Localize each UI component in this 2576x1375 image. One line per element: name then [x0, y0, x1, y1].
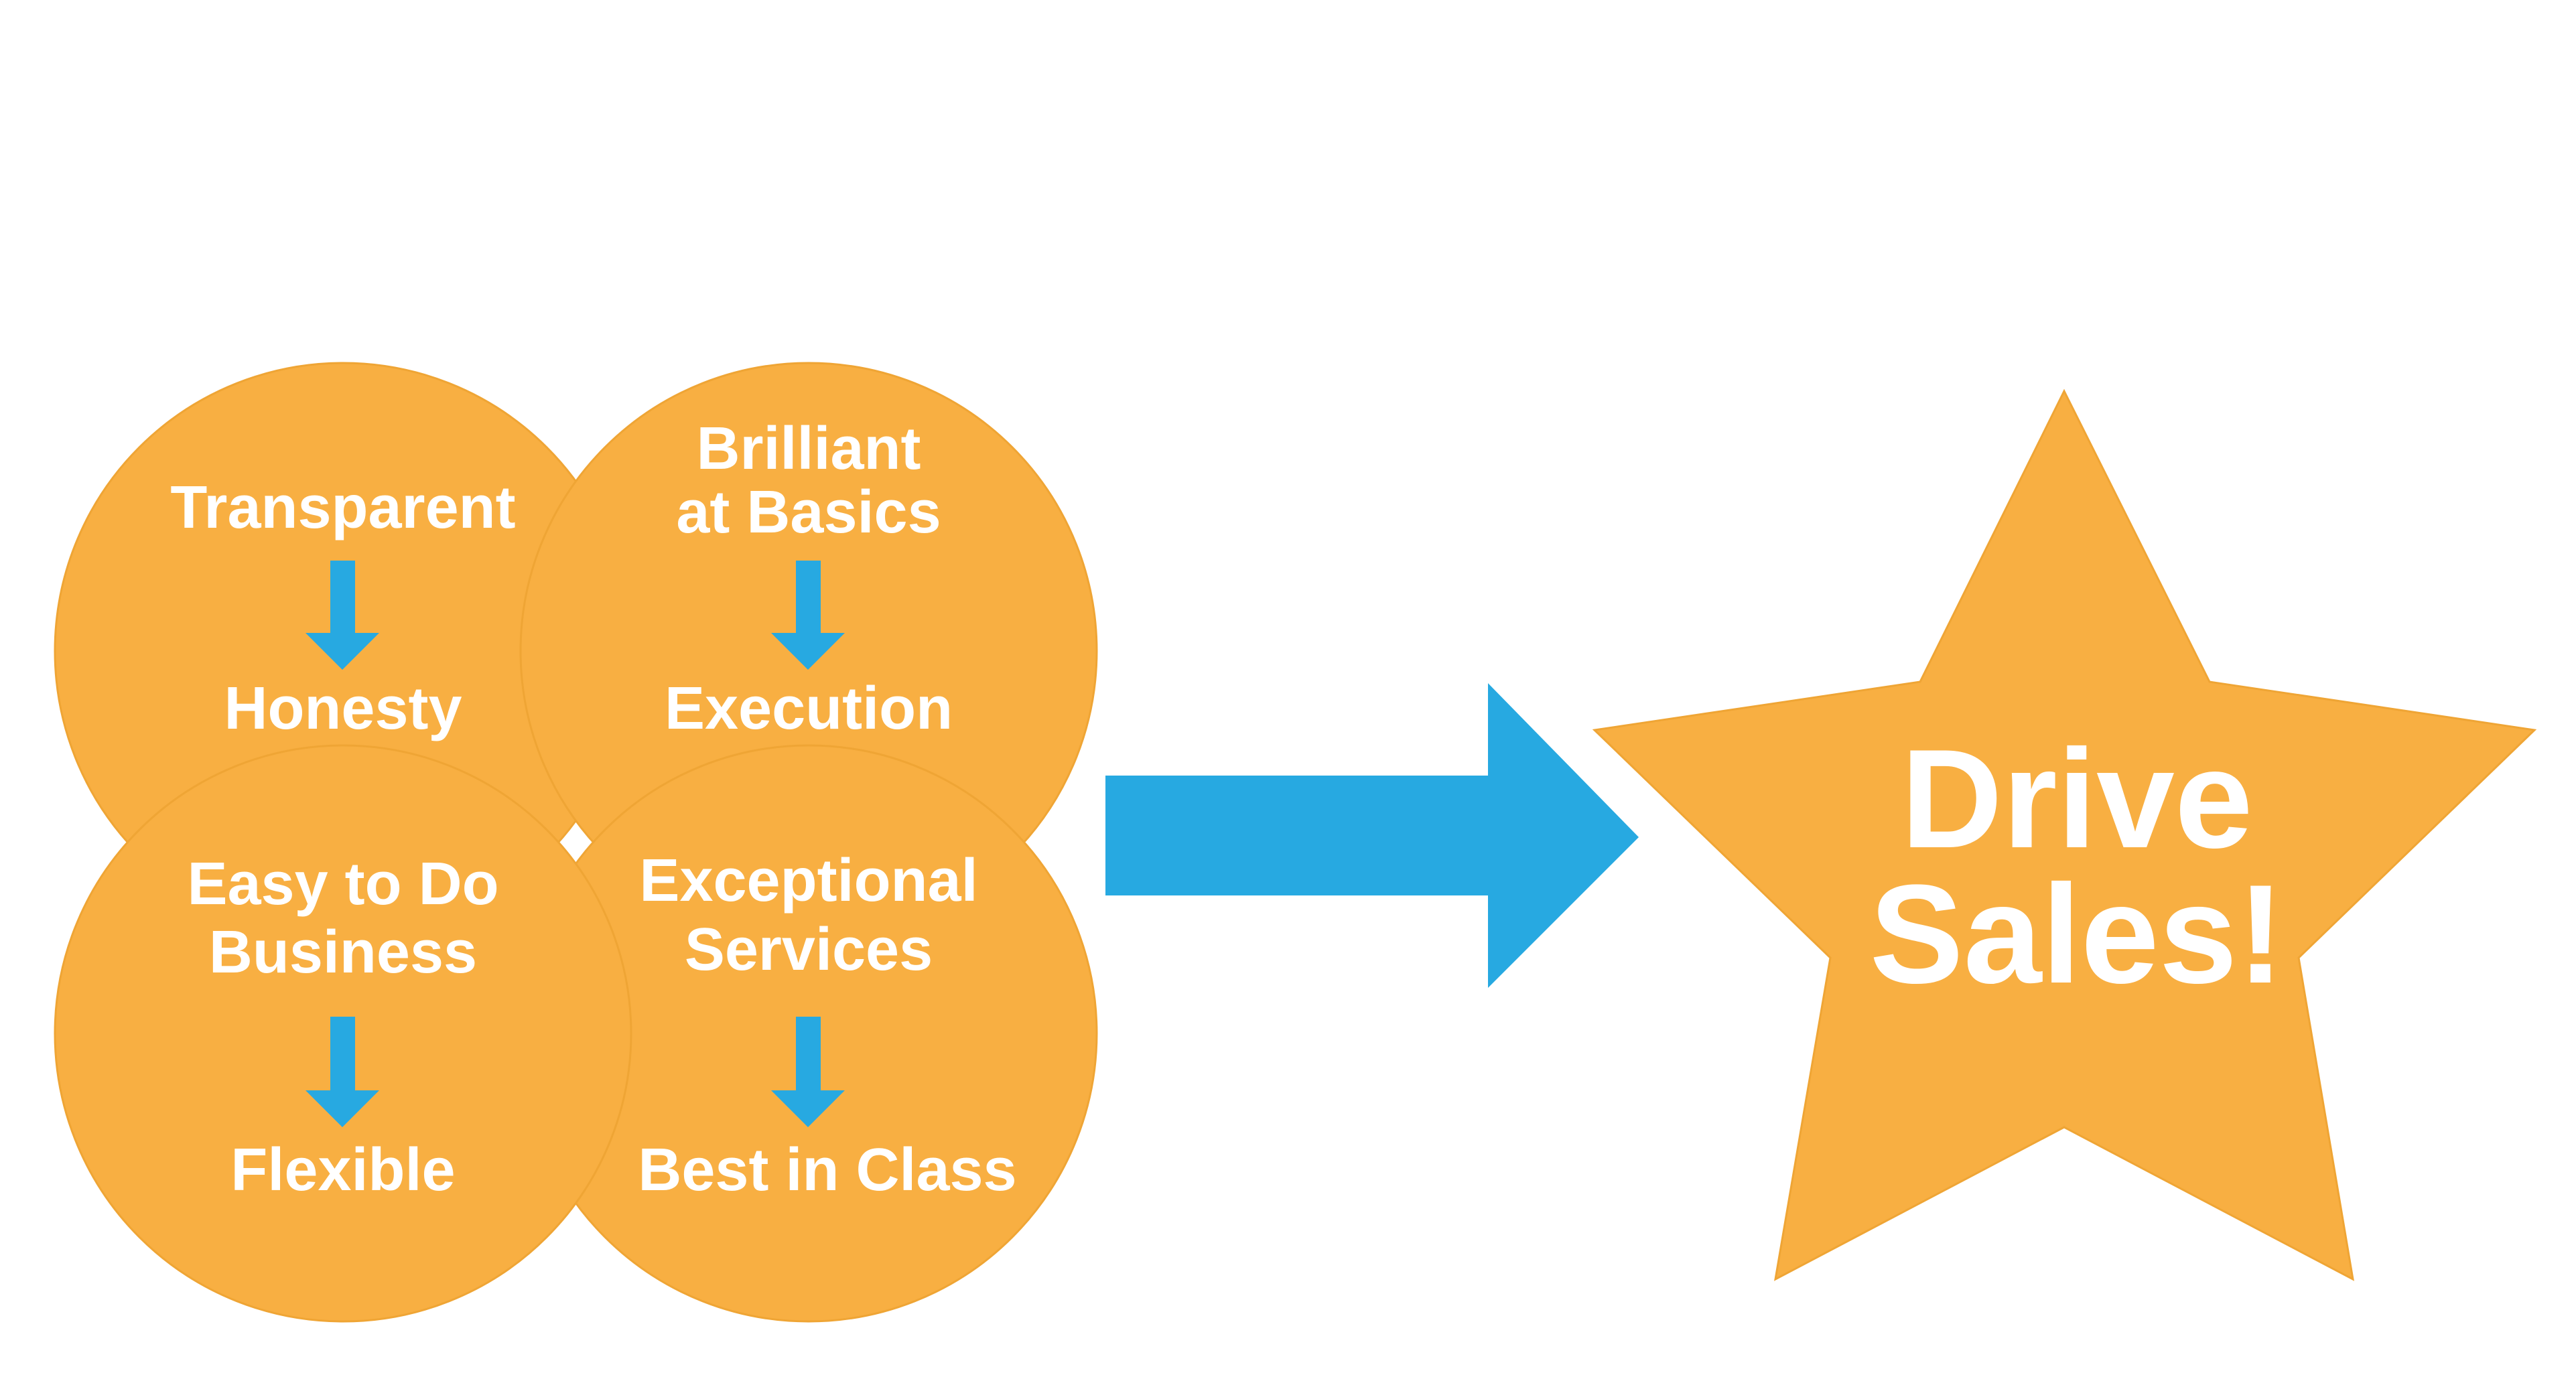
star-label: Sales! — [1870, 855, 2285, 1013]
circle-top-label: Exceptional — [639, 847, 977, 914]
circle-top-label: Easy to Do — [187, 851, 498, 918]
right-arrow-icon — [1105, 683, 1639, 988]
circle-bottom-label: Flexible — [230, 1137, 455, 1204]
down-arrow-icon — [771, 1017, 845, 1127]
down-arrow-icon — [306, 561, 379, 670]
circle-top-label: at Basics — [676, 479, 941, 546]
circle-bottom-label: Best in Class — [638, 1137, 1016, 1204]
star-label: Drive — [1901, 720, 2252, 877]
circle-top-label: Services — [685, 916, 933, 983]
down-arrows — [306, 561, 845, 1127]
circle-top-label: Transparent — [170, 474, 515, 541]
circle-top-label: Brilliant — [696, 415, 921, 482]
star-icon — [1592, 388, 2537, 1281]
circle-labels: Transparent Honesty Brilliant at Basics … — [170, 415, 1016, 1204]
circle-top-label: Business — [209, 919, 477, 986]
circle-bottom-label: Honesty — [224, 675, 462, 742]
down-arrow-icon — [771, 561, 845, 670]
down-arrow-icon — [306, 1017, 379, 1127]
circle-bottom-label: Execution — [665, 675, 953, 742]
